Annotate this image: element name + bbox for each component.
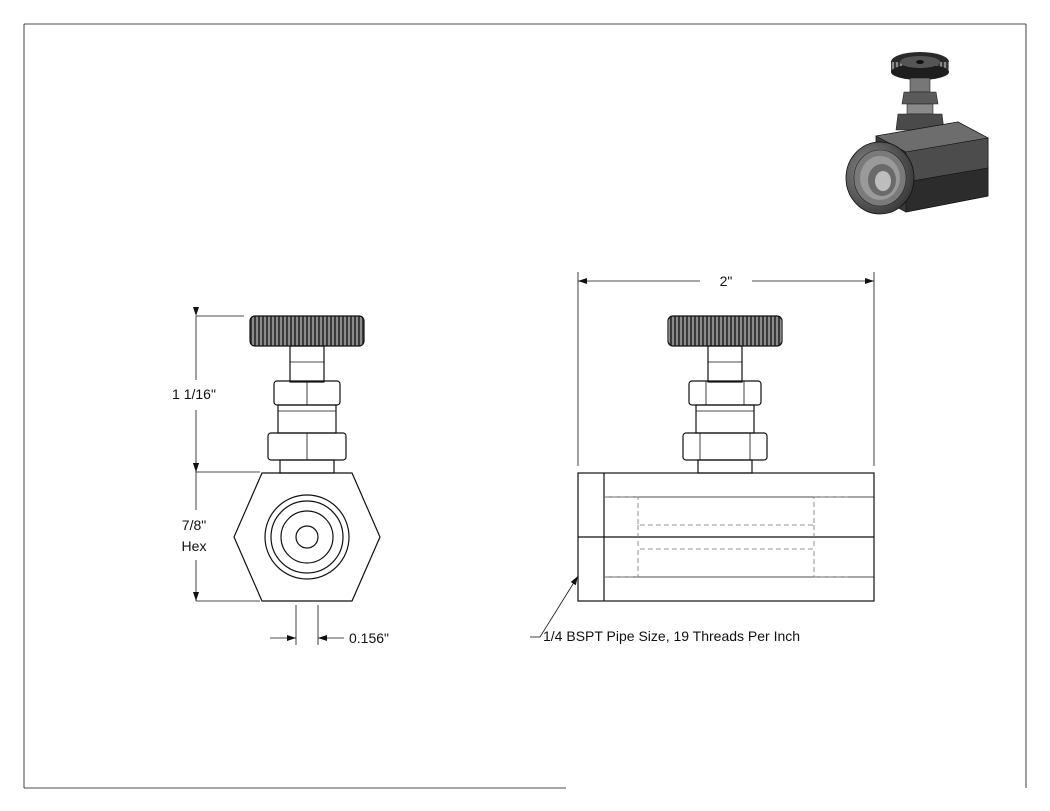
thread-callout-leader: [530, 575, 579, 638]
valve-front-view: [233, 315, 381, 602]
hex-dimension-label: 7/8": [182, 517, 206, 533]
sheet-border: [23, 23, 1027, 789]
height-dimension-label: 1 1/16": [172, 386, 216, 402]
valve-iso-image: [845, 52, 989, 215]
hex-dimension-word: Hex: [182, 538, 207, 554]
bore-dimension: [270, 605, 344, 645]
length-dimension: [577, 272, 875, 466]
height-dimension: [193, 307, 260, 602]
bore-dimension-label: 0.156": [349, 630, 389, 646]
thread-callout-label: 1/4 BSPT Pipe Size, 19 Threads Per Inch: [543, 628, 800, 644]
length-dimension-label: 2": [720, 273, 733, 289]
valve-side-view: [577, 315, 875, 602]
